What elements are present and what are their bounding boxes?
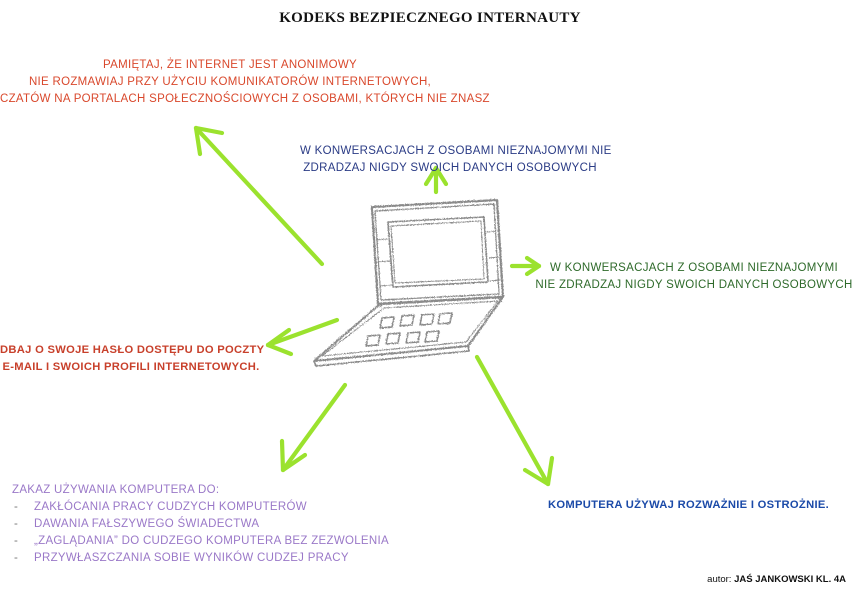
list-item: - „ZAGLĄDANIA” DO CUDZEGO KOMPUTERA BEZ Z… [12, 533, 432, 550]
prohibitions-items: - ZAKŁÓCANIA PRACY CUDZYCH KOMPUTERÓW - DA… [12, 499, 432, 567]
prohibitions-heading: ZAKAZ UŻYWANIA KOMPUTERA DO: [12, 484, 220, 496]
text-line: DBAJ O SWOJE HASŁO DOSTĘPU DO POCZTY [0, 344, 265, 356]
list-item-text: PRZYWŁASZCZANIA SOBIE WYNIKÓW CUDZEJ PRA… [34, 552, 349, 564]
bullet-icon: - [14, 535, 19, 547]
text-line: CZATÓW NA PORTALACH SPOŁECZNOŚCIOWYCH Z … [0, 93, 490, 105]
list-item-text: DAWANIA FAŁSZYWEGO ŚWIADECTWA [34, 518, 260, 530]
anonymity-warning-text: PAMIĘTAJ, ŻE INTERNET JEST ANONIMOWY NIE… [0, 57, 490, 108]
text-line: KOMPUTERA UŻYWAJ ROZWAŻNIE I OSTROŻNIE. [548, 499, 830, 511]
list-item-text: „ZAGLĄDANIA” DO CUDZEGO KOMPUTERA BEZ ZE… [34, 535, 389, 547]
arrow-icon [474, 354, 555, 487]
arrow-icon [193, 125, 325, 267]
page-title: KODEKS BEZPIECZNEGO INTERNAUTY [279, 10, 581, 26]
text-line: NIE ZDRADZAJ NIGDY SWOICH DANYCH OSOBOWY… [535, 279, 853, 291]
laptop-sketch-icon [313, 198, 505, 367]
use-responsibly-text: KOMPUTERA UŻYWAJ ROZWAŻNIE I OSTROŻNIE. [548, 497, 860, 514]
author-prefix: autor: [707, 574, 732, 585]
password-care-text: DBAJ O SWOJE HASŁO DOSTĘPU DO POCZTY E-M… [0, 342, 265, 376]
text-line: E-MAIL I SWOICH PROFILI INTERNETOWYCH. [2, 361, 260, 373]
personal-data-warning-text-right: W KONWERSACJACH Z OSOBAMI NIEZNAJOMYMI N… [528, 260, 860, 294]
personal-data-warning-text: W KONWERSACJACH Z OSOBAMI NIEZNAJOMYMI N… [300, 143, 612, 177]
prohibitions-list: ZAKAZ UŻYWANIA KOMPUTERA DO: - ZAKŁÓCANIA… [12, 482, 432, 567]
bullet-icon: - [14, 518, 19, 530]
arrow-icon [423, 165, 449, 195]
list-item: - ZAKŁÓCANIA PRACY CUDZYCH KOMPUTERÓW [12, 499, 432, 516]
text-line: ZDRADZAJ NIGDY SWOICH DANYCH OSOBOWYCH [303, 162, 597, 174]
list-item-text: ZAKŁÓCANIA PRACY CUDZYCH KOMPUTERÓW [34, 501, 307, 513]
text-line: NIE ROZMAWIAJ PRZY UŻYCIU KOMUNIKATORÓW … [28, 76, 432, 88]
text-line: PAMIĘTAJ, ŻE INTERNET JEST ANONIMOWY [102, 59, 358, 71]
bullet-icon: - [14, 552, 19, 564]
arrow-icon [265, 317, 340, 357]
arrow-icon [509, 255, 542, 277]
text-line: W KONWERSACJACH Z OSOBAMI NIEZNAJOMYMI [549, 262, 839, 274]
arrow-icon [279, 382, 348, 473]
list-item: - DAWANIA FAŁSZYWEGO ŚWIADECTWA [12, 516, 432, 533]
bullet-icon: - [14, 501, 19, 513]
author-name: JAŚ JANKOWSKI KL. 4A [734, 574, 846, 585]
author-credit: autor: JAŚ JANKOWSKI KL. 4A [707, 574, 846, 585]
text-line: W KONWERSACJACH Z OSOBAMI NIEZNAJOMYMI N… [300, 145, 612, 157]
list-item: - PRZYWŁASZCZANIA SOBIE WYNIKÓW CUDZEJ PR… [12, 550, 432, 567]
